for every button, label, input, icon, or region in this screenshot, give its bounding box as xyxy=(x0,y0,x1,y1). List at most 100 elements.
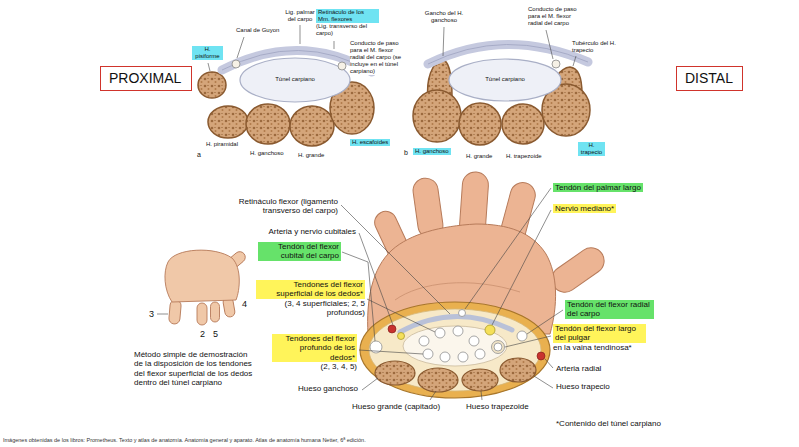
callout-number: 3 xyxy=(149,309,154,320)
hand xyxy=(395,283,520,300)
label-text: Tendones del flexor superficial de los d… xyxy=(256,280,365,299)
carpal-tunnel xyxy=(449,59,561,101)
callout-number: 5 xyxy=(213,329,218,340)
structure-label: Tubérculo del H. trapecio xyxy=(572,40,616,54)
nerve xyxy=(485,325,495,335)
retinaculum-band xyxy=(428,44,588,64)
structure-label: Canal de Guyon xyxy=(236,27,279,34)
label-text: H. trapecio xyxy=(578,142,605,156)
label-text: H. ganchoso xyxy=(413,148,451,155)
bone-label: H. ganchoso xyxy=(250,150,284,157)
canal-opening xyxy=(232,60,346,70)
label-text: Tendón del flexor cubital del carpo xyxy=(258,242,341,261)
label-text: Tendón del palmar largo xyxy=(553,183,643,192)
footnote: *Contenido del túnel carpiano xyxy=(556,419,661,428)
canal-opening xyxy=(338,62,346,70)
structure-label: Túnel carpiano xyxy=(482,76,528,83)
bone-label: Hueso grande (capitado) xyxy=(352,402,440,411)
bone-highlight: H. escafoides xyxy=(350,139,392,147)
leader-line xyxy=(430,391,436,400)
leader-line xyxy=(505,336,551,347)
bone-label: H. trapezoide xyxy=(506,153,542,160)
leader-line xyxy=(300,25,301,44)
tendon-highlight: Tendón del flexor cubital del carpo xyxy=(258,242,341,261)
small-hand xyxy=(211,302,220,322)
small-hand xyxy=(197,303,207,325)
leader-line xyxy=(157,314,168,315)
structure-label: Conducto de paso para el M. flexor radia… xyxy=(528,6,582,27)
bone-label: H. piramidal xyxy=(206,141,238,148)
carpal-bone xyxy=(500,358,536,382)
small-hand xyxy=(165,249,248,325)
nerve xyxy=(398,325,496,340)
tendon-highlight: Tendón del palmar largo xyxy=(553,183,644,193)
canal-opening xyxy=(552,60,560,68)
label-subtext: (2, 3, 4, 5) xyxy=(272,362,357,371)
bone-label: H. grande xyxy=(466,153,492,160)
source-caption: Imágenes obtenidas de los libros: Promet… xyxy=(3,437,366,443)
carpal-bone xyxy=(290,106,334,146)
carpal-bone xyxy=(413,60,590,145)
carpal-bone xyxy=(413,90,461,142)
label-text: H. pisiforme xyxy=(192,46,223,60)
tendon xyxy=(469,336,479,346)
leader-line xyxy=(545,359,553,368)
leader-line xyxy=(492,210,551,325)
label-subtext: en la vaina tendinosa* xyxy=(553,343,646,352)
wrist-section xyxy=(403,326,507,366)
callout-number: 4 xyxy=(242,299,247,310)
nerve xyxy=(398,333,405,340)
carpal-tunnel xyxy=(240,58,350,102)
small-hand xyxy=(165,250,239,302)
leader-line xyxy=(546,30,553,59)
structure-label: Arteria y nervio cubitales xyxy=(236,227,356,236)
artery xyxy=(388,325,545,360)
carpal-bone xyxy=(208,106,248,138)
artery xyxy=(537,352,545,360)
carpal-bone xyxy=(462,369,498,391)
label-text: Nervio mediano* xyxy=(553,204,616,213)
wrist-section xyxy=(369,309,541,391)
wrist-section xyxy=(360,302,550,398)
label-text: DISTAL xyxy=(685,70,734,87)
label-text: H. escafoides xyxy=(350,139,390,146)
canal-opening xyxy=(552,60,560,68)
figure-letter: b xyxy=(404,149,408,157)
structure-label: Conducto de paso para el M. flexor radia… xyxy=(350,40,406,75)
note: Método simple de demostración de la disp… xyxy=(134,350,254,388)
retinaculum-band xyxy=(428,44,588,64)
tendon-highlight: Tendones del flexor profundo de los dedo… xyxy=(272,334,357,372)
bone-label: Hueso trapecio xyxy=(556,382,610,391)
hand xyxy=(547,243,609,298)
leader-line xyxy=(481,391,482,400)
leader-line xyxy=(443,27,444,56)
label-text: Tendón del flexor radial del carpo xyxy=(565,300,654,319)
carpal-bone xyxy=(418,368,458,392)
tendon xyxy=(492,341,505,354)
bone-label: Hueso ganchoso xyxy=(298,384,358,393)
direction-box: DISTAL xyxy=(676,66,743,91)
direction-box: PROXIMAL xyxy=(100,66,192,91)
ligament-highlight: Retináculo de los Mm. flexores(Lig. tran… xyxy=(316,9,379,38)
label-text: Tendones del flexor profundo de los dedo… xyxy=(272,334,357,362)
nerve-highlight: Nervio mediano* xyxy=(553,204,618,214)
label-subtext: (Lig. transverso del carpo) xyxy=(316,23,379,37)
tendon-highlight: Tendón del flexor largo del pulgaren la … xyxy=(553,324,646,353)
small-hand xyxy=(168,300,181,325)
tendon xyxy=(370,310,527,363)
carpal-bone xyxy=(375,361,415,385)
carpal-bone xyxy=(246,104,290,144)
leader-line xyxy=(237,37,244,58)
leader-line xyxy=(362,378,378,390)
tendon xyxy=(440,352,450,362)
bone-label: Hueso trapezoide xyxy=(466,402,529,411)
label-text: Retináculo de los Mm. flexores xyxy=(316,9,379,23)
artery xyxy=(388,325,396,333)
carpal-bone xyxy=(502,104,544,144)
bone-highlight: H. ganchoso xyxy=(413,148,452,156)
carpal-tunnel xyxy=(240,58,350,102)
leader-line xyxy=(208,63,210,71)
leader-line xyxy=(359,350,423,354)
